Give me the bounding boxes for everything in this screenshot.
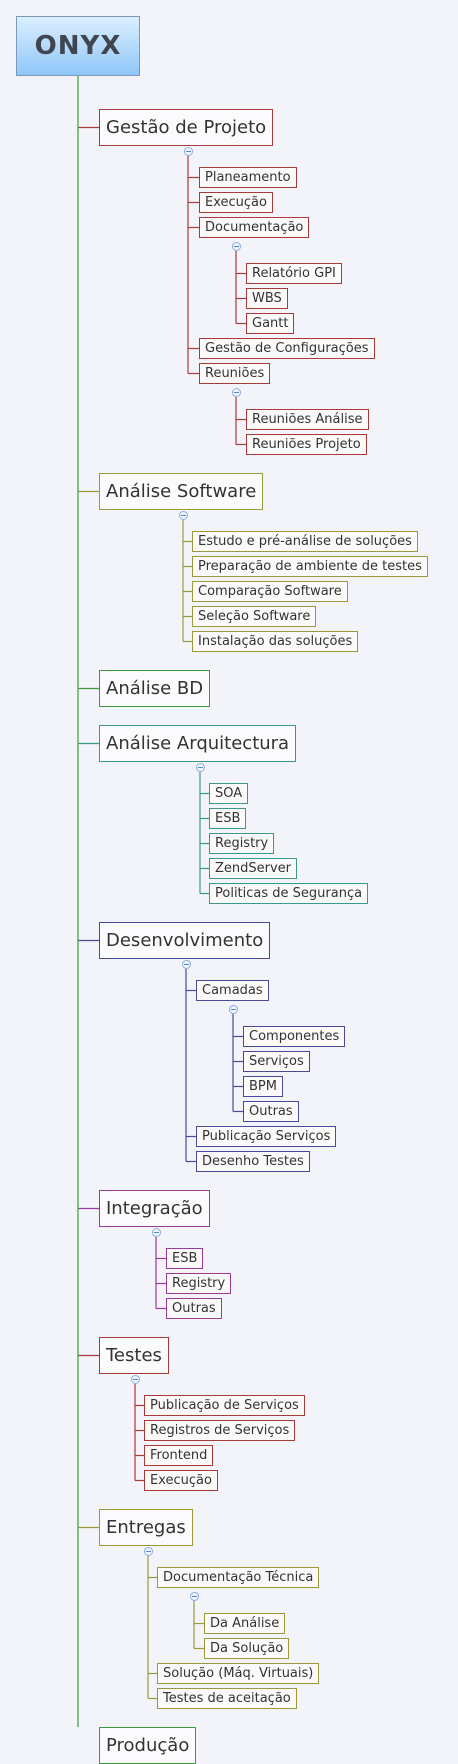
topic-soa[interactable]: SOA	[209, 783, 249, 804]
collapse-toggle-documentacao-tecnica[interactable]	[189, 1591, 199, 1601]
branch-entregas[interactable]: Entregas	[99, 1509, 193, 1546]
branch-integracao[interactable]: Integração	[99, 1190, 210, 1227]
collapse-toggle-gestao-de-projeto[interactable]	[183, 146, 193, 156]
subtopic-reunioes-projeto[interactable]: Reuniões Projeto	[246, 434, 367, 455]
branch-analise-arquitectura[interactable]: Análise Arquitectura	[99, 725, 297, 762]
subtopic-wbs[interactable]: WBS	[246, 288, 288, 309]
topic-publicacao-servicos[interactable]: Publicação Serviços	[196, 1126, 337, 1147]
topic-registry[interactable]: Registry	[166, 1273, 232, 1294]
topic-desenho-testes[interactable]: Desenho Testes	[196, 1151, 310, 1172]
topic-comparacao-software[interactable]: Comparação Software	[192, 581, 348, 602]
topic-documentacao-tecnica[interactable]: Documentação Técnica	[157, 1567, 320, 1588]
topic-registry[interactable]: Registry	[209, 833, 275, 854]
topic-execucao[interactable]: Execução	[199, 192, 273, 213]
topic-zendserver[interactable]: ZendServer	[209, 858, 298, 879]
topic-preparacao-de-ambiente-de-testes[interactable]: Preparação de ambiente de testes	[192, 556, 428, 577]
collapse-toggle-integracao[interactable]	[151, 1227, 161, 1237]
subtopic-bpm[interactable]: BPM	[243, 1076, 283, 1097]
branch-gestao-de-projeto[interactable]: Gestão de Projeto	[99, 109, 274, 146]
subtopic-componentes[interactable]: Componentes	[243, 1026, 346, 1047]
subtopic-relatorio-gpi[interactable]: Relatório GPI	[246, 263, 342, 284]
subtopic-da-analise[interactable]: Da Análise	[204, 1613, 286, 1634]
subtopic-reunioes-analise[interactable]: Reuniões Análise	[246, 409, 369, 430]
topic-planeamento[interactable]: Planeamento	[199, 167, 297, 188]
collapse-toggle-desenvolvimento[interactable]	[181, 959, 191, 969]
topic-politicas-de-seguranca[interactable]: Politicas de Segurança	[209, 883, 369, 904]
branch-desenvolvimento[interactable]: Desenvolvimento	[99, 922, 271, 959]
branch-analise-bd[interactable]: Análise BD	[99, 670, 211, 707]
subtopic-outras[interactable]: Outras	[243, 1101, 299, 1122]
topic-publicacao-de-servicos[interactable]: Publicação de Serviços	[144, 1395, 305, 1416]
branch-analise-software[interactable]: Análise Software	[99, 473, 264, 510]
topic-reunioes[interactable]: Reuniões	[199, 363, 271, 384]
collapse-toggle-documentacao[interactable]	[231, 241, 241, 251]
collapse-toggle-camadas[interactable]	[228, 1004, 238, 1014]
topic-instalacao-das-solucoes[interactable]: Instalação das soluções	[192, 631, 359, 652]
subtopic-da-solucao[interactable]: Da Solução	[204, 1638, 290, 1659]
branch-producao[interactable]: Produção	[99, 1727, 197, 1764]
root-topic[interactable]: ONYX	[16, 16, 140, 76]
collapse-toggle-reunioes[interactable]	[231, 387, 241, 397]
topic-execucao[interactable]: Execução	[144, 1470, 218, 1491]
branch-testes[interactable]: Testes	[99, 1337, 169, 1374]
topic-frontend[interactable]: Frontend	[144, 1445, 214, 1466]
topic-outras[interactable]: Outras	[166, 1298, 222, 1319]
topic-solucao-maq-virtuais[interactable]: Solução (Máq. Virtuais)	[157, 1663, 320, 1684]
topic-documentacao[interactable]: Documentação	[199, 217, 310, 238]
collapse-toggle-analise-arquitectura[interactable]	[195, 762, 205, 772]
topic-esb[interactable]: ESB	[166, 1248, 204, 1269]
topic-camadas[interactable]: Camadas	[196, 980, 269, 1001]
subtopic-gantt[interactable]: Gantt	[246, 313, 295, 334]
topic-estudo-e-pre-analise-de-solucoes[interactable]: Estudo e pré-análise de soluções	[192, 531, 418, 552]
collapse-toggle-entregas[interactable]	[143, 1546, 153, 1556]
topic-selecao-software[interactable]: Seleção Software	[192, 606, 317, 627]
collapse-toggle-testes[interactable]	[130, 1374, 140, 1384]
subtopic-servicos[interactable]: Serviços	[243, 1051, 310, 1072]
topic-testes-de-aceitacao[interactable]: Testes de aceitação	[157, 1688, 297, 1709]
topic-registros-de-servicos[interactable]: Registros de Serviços	[144, 1420, 296, 1441]
topic-gestao-de-configuracoes[interactable]: Gestão de Configurações	[199, 338, 375, 359]
topic-esb[interactable]: ESB	[209, 808, 247, 829]
collapse-toggle-analise-software[interactable]	[178, 510, 188, 520]
